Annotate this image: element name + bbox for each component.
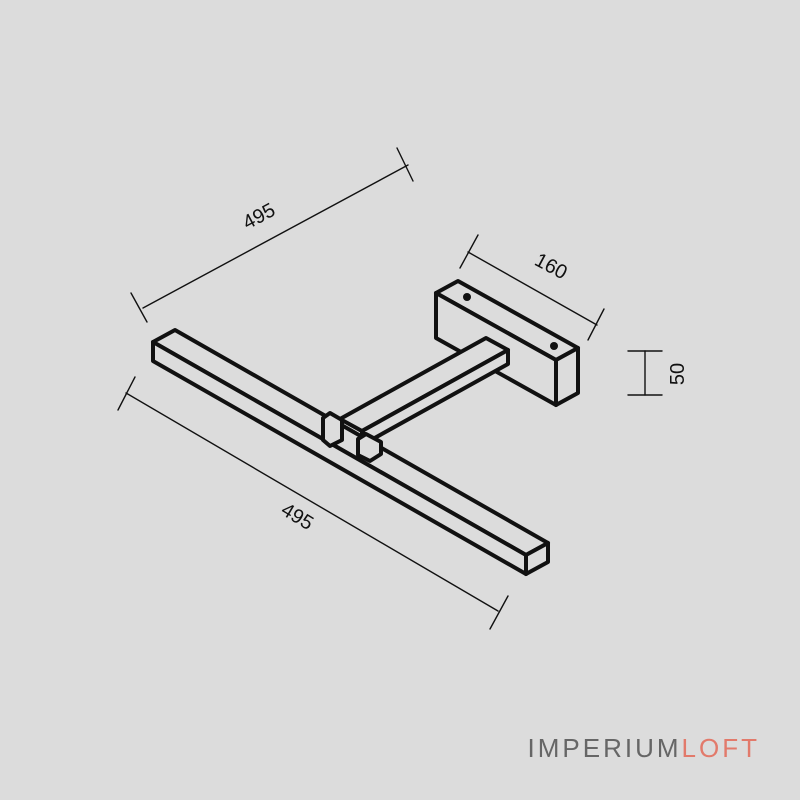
mount-hole-2	[550, 342, 558, 350]
arm-top-face	[338, 336, 510, 433]
base-width-tick-right	[587, 308, 605, 341]
lamp-arm	[338, 336, 510, 447]
top-dimension: 495	[130, 147, 414, 323]
brand-logo: IMPERIUMLOFT	[528, 733, 760, 764]
base-height-dimension: 50	[627, 350, 689, 396]
top-dimension-label: 495	[239, 199, 279, 234]
hinge-connector	[341, 418, 367, 436]
top-dimension-tick-left	[130, 292, 148, 323]
top-dimension-line	[142, 164, 409, 309]
bar-end-face	[524, 541, 550, 576]
base-height-label: 50	[667, 363, 689, 385]
base-width-label: 160	[531, 249, 571, 284]
bottom-dimension-label: 495	[277, 499, 317, 535]
logo-part-imperium: IMPERIUM	[527, 733, 682, 763]
bottom-dimension-tick-right	[489, 595, 509, 630]
light-bar	[151, 328, 550, 576]
base-width-line	[467, 251, 598, 326]
mount-hole-1	[463, 293, 471, 301]
hinge-right-piece	[356, 432, 383, 463]
hinge-left-piece	[321, 411, 344, 448]
bottom-dimension-tick-left	[117, 376, 136, 411]
hinge-joint	[321, 411, 383, 463]
top-dimension-tick-right	[396, 147, 414, 182]
base-width-tick-left	[459, 234, 479, 269]
bottom-dimension-line	[125, 392, 499, 612]
base-side-face	[554, 346, 580, 407]
logo-part-loft: LOFT	[681, 733, 760, 763]
